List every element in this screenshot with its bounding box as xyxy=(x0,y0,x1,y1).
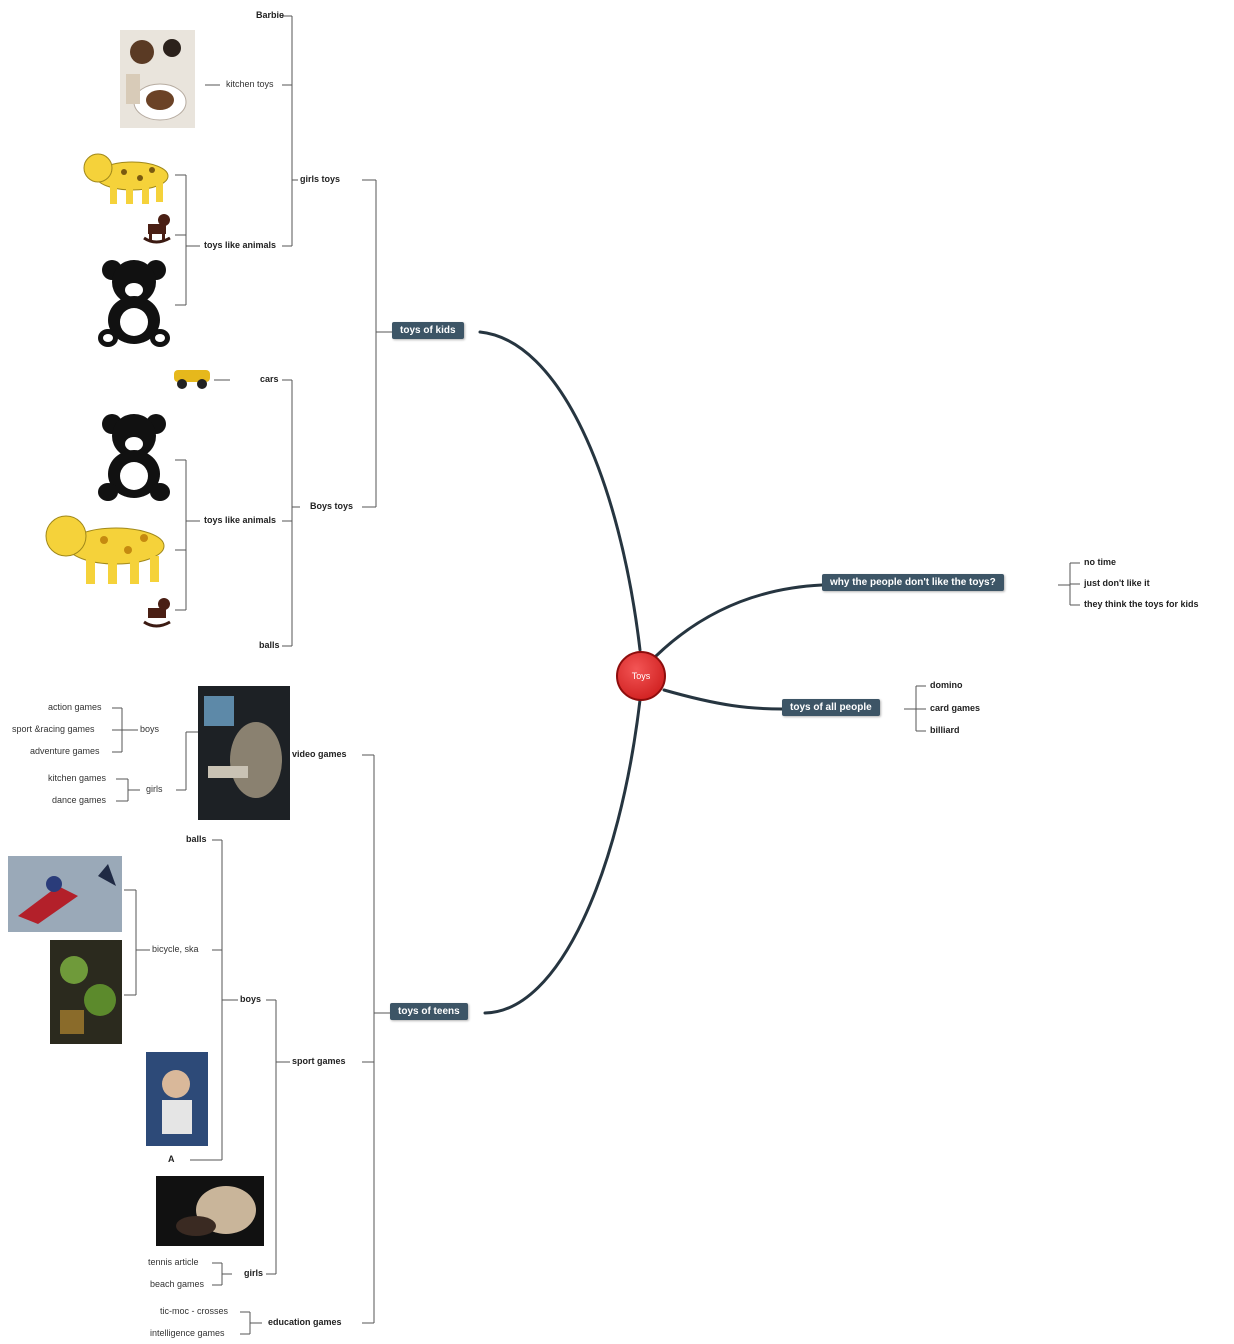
node-intelligence-games[interactable]: intelligence games xyxy=(150,1328,225,1338)
node-dance-games[interactable]: dance games xyxy=(52,795,107,805)
node-sport-girls[interactable]: girls xyxy=(244,1268,264,1278)
teddy-bear-icon xyxy=(98,414,170,501)
giraffe-toy-icon xyxy=(83,153,169,204)
root-node[interactable]: Toys xyxy=(616,651,666,701)
teddy-bear-icon xyxy=(98,260,170,347)
node-education-games[interactable]: education games xyxy=(268,1317,342,1327)
node-video-boys[interactable]: boys xyxy=(140,724,160,734)
node-tennis-article[interactable]: tennis article xyxy=(148,1257,199,1267)
node-toys-for-kids[interactable]: they think the toys for kids xyxy=(1084,599,1199,609)
kitchen-photo xyxy=(120,30,195,128)
ball-photo xyxy=(156,1176,264,1246)
branch-teens-line xyxy=(483,698,642,1015)
node-why-people-dont-like[interactable]: why the people don't like the toys? xyxy=(822,574,1004,591)
toy-car-icon xyxy=(174,370,210,389)
node-sport-extra[interactable]: A xyxy=(168,1154,175,1164)
ninja-turtles-photo xyxy=(50,940,122,1044)
node-toys-of-teens[interactable]: toys of teens xyxy=(390,1003,468,1020)
node-no-time[interactable]: no time xyxy=(1084,557,1117,567)
node-beach-games[interactable]: beach games xyxy=(150,1279,205,1289)
node-domino[interactable]: domino xyxy=(930,680,963,690)
node-toys-of-kids[interactable]: toys of kids xyxy=(392,322,464,339)
root-label: Toys xyxy=(631,671,651,681)
node-action-games[interactable]: action games xyxy=(48,702,102,712)
node-card-games[interactable]: card games xyxy=(930,703,981,713)
branch-all-line xyxy=(662,688,784,711)
branch-kids-line xyxy=(478,330,642,652)
node-kitchen-games[interactable]: kitchen games xyxy=(48,773,107,783)
node-girls-toys[interactable]: girls toys xyxy=(300,174,341,184)
node-girls-toys-like-animals[interactable]: toys like animals xyxy=(204,240,277,250)
rocking-horse-icon xyxy=(143,214,171,244)
rocking-horse-icon xyxy=(143,598,171,628)
node-sport-boys[interactable]: boys xyxy=(240,994,262,1004)
node-kitchen-toys[interactable]: kitchen toys xyxy=(226,79,274,89)
node-toys-of-all-people[interactable]: toys of all people xyxy=(782,699,880,716)
node-tic-moc-crosses[interactable]: tic-moc - crosses xyxy=(160,1306,229,1316)
node-video-girls[interactable]: girls xyxy=(146,784,163,794)
node-billiard[interactable]: billiard xyxy=(930,725,960,735)
node-boys-toys[interactable]: Boys toys xyxy=(310,501,354,511)
node-adventure-games[interactable]: adventure games xyxy=(30,746,100,756)
node-sport-games[interactable]: sport games xyxy=(292,1056,346,1066)
node-just-dont-like[interactable]: just don't like it xyxy=(1084,578,1150,588)
boy-skater-photo xyxy=(146,1052,208,1146)
node-balls[interactable]: balls xyxy=(259,640,280,650)
node-boys-toys-like-animals[interactable]: toys like animals xyxy=(204,515,277,525)
node-sport-racing-games[interactable]: sport &racing games xyxy=(12,724,95,734)
node-barbie[interactable]: Barbie xyxy=(256,10,285,20)
node-cars[interactable]: cars xyxy=(260,374,279,384)
branch-why-line xyxy=(646,583,824,666)
node-video-games[interactable]: video games xyxy=(292,749,347,759)
video-game-photo xyxy=(198,686,290,820)
spider-man-photo xyxy=(8,856,122,932)
node-bicycle-ska[interactable]: bicycle, ska xyxy=(152,944,199,954)
giraffe-toy-icon xyxy=(45,515,165,584)
node-sport-balls[interactable]: balls xyxy=(186,834,207,844)
